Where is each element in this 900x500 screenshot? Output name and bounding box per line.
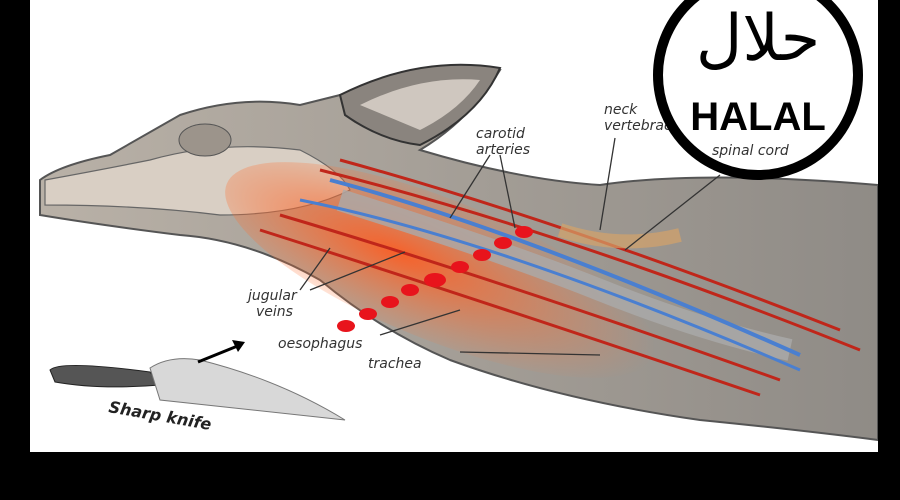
frame-right: [878, 0, 900, 500]
leader-lines: [299, 137, 721, 356]
knife-icon: [49, 358, 346, 421]
vein: [329, 178, 801, 357]
label-jugular: jugular: [246, 288, 298, 304]
label-carotid: carotid: [476, 126, 525, 142]
cut-mark: [473, 249, 491, 261]
label-spinal-cord: spinal cord: [712, 143, 789, 159]
halal-arabic: حلال: [696, 2, 820, 76]
cut-mark: [359, 308, 377, 320]
label-trachea: trachea: [368, 356, 422, 372]
label-oesophagus: oesophagus: [278, 336, 362, 352]
vein: [299, 198, 801, 372]
halal-latin: HALAL: [690, 95, 826, 139]
cut-mark: [337, 320, 355, 332]
eye-socket: [178, 123, 232, 157]
jugular-vein: [279, 213, 781, 382]
vertebrae: [557, 223, 682, 249]
cut-mark: [381, 296, 399, 308]
label-arteries: arteries: [476, 142, 530, 158]
label-veins: veins: [256, 304, 293, 320]
jugular-vein: [259, 228, 761, 397]
ear-inner: [360, 79, 480, 130]
deer-illustration: [39, 63, 879, 442]
cut-mark: [401, 284, 419, 296]
cut-mark: [451, 261, 469, 273]
label-neck: neck: [604, 102, 638, 118]
cut-line: [337, 226, 533, 332]
cut-mark: [494, 237, 512, 249]
arrow-head: [232, 340, 245, 352]
cut-mark: [424, 273, 446, 287]
carotid-artery: [319, 168, 861, 352]
arrow-icon: [197, 343, 241, 364]
cut-mark: [515, 226, 533, 238]
halal-badge: حلال HALAL: [653, 0, 863, 180]
label-vertebrae: vertebrae: [604, 118, 673, 134]
